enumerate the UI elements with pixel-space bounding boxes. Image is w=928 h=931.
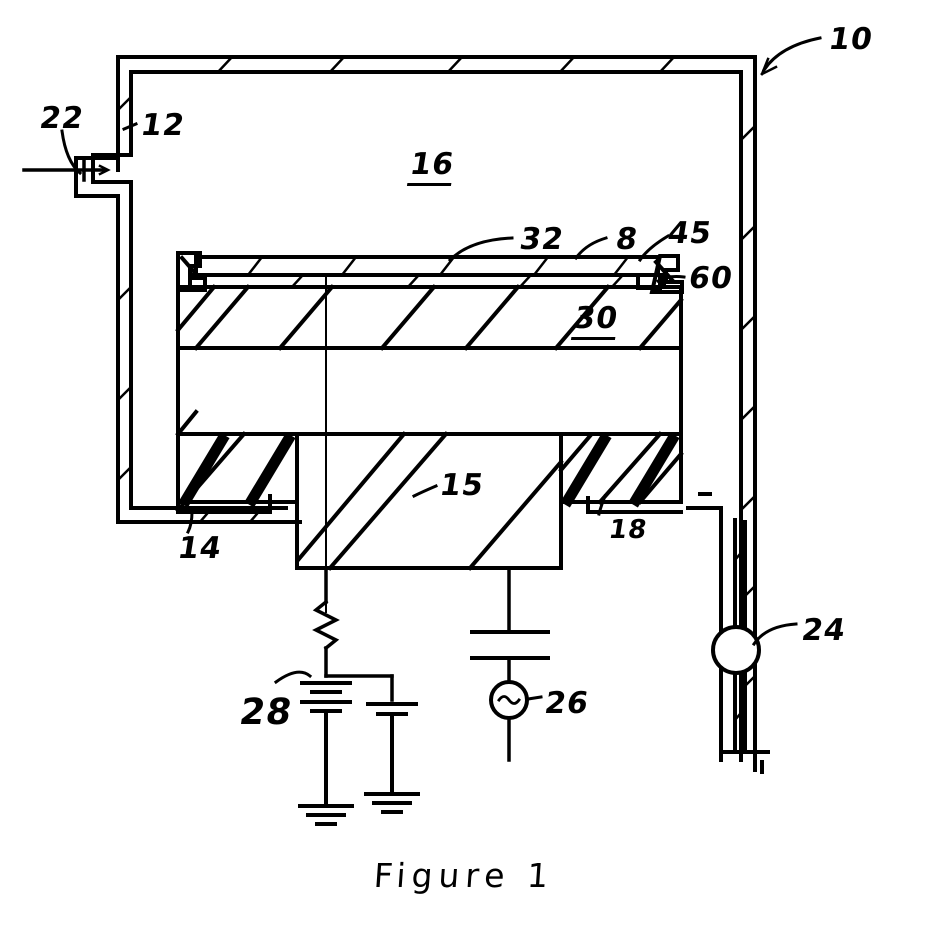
ref-label-28: 28	[236, 692, 296, 733]
ref-label-18: 18	[606, 515, 650, 545]
dc-source-1	[300, 681, 352, 808]
ref-label-15: 15	[437, 468, 487, 503]
ref-label-32: 32	[517, 222, 567, 257]
ref-label-60: 60	[686, 261, 736, 296]
right-insulator-hatching	[560, 432, 680, 508]
wafer-8	[188, 273, 666, 289]
clamp-ring-right-60	[636, 273, 662, 290]
right-insulator	[559, 432, 683, 514]
leader-lines	[60, 36, 822, 701]
ref-label-10: 10	[826, 22, 876, 57]
resistor	[312, 599, 340, 651]
ref-label-24: 24	[799, 613, 849, 648]
upper-plate-32	[194, 255, 660, 277]
gas-inlet-arrow	[22, 159, 106, 182]
dc-source-2	[366, 702, 418, 796]
ref-label-30: 30	[570, 301, 621, 340]
ref-label-12: 12	[138, 108, 188, 143]
gas-inlet-arrowhead	[98, 164, 111, 176]
ref-label-45: 45	[665, 216, 715, 251]
ground-1	[298, 804, 354, 826]
wafer-hatching	[290, 274, 624, 289]
ref-label-16: 16	[406, 147, 457, 186]
upper-plate-hatching	[246, 255, 630, 277]
ref-label-14: 14	[175, 531, 225, 566]
ref-label-26: 26	[542, 686, 592, 721]
ground-2	[364, 792, 420, 814]
capacitor	[470, 630, 550, 660]
clamp-ring-left	[176, 251, 207, 292]
dc-branch-wiring	[324, 566, 394, 702]
throttle-valve-24	[711, 625, 761, 675]
pedestal-upper-hatching	[175, 284, 684, 351]
ref-label-22: 22	[37, 101, 87, 136]
figure-caption: Figure 1	[372, 856, 556, 895]
left-insulator	[176, 432, 299, 514]
ac-source-26	[489, 680, 529, 720]
left-insulator-hatching	[178, 432, 296, 508]
